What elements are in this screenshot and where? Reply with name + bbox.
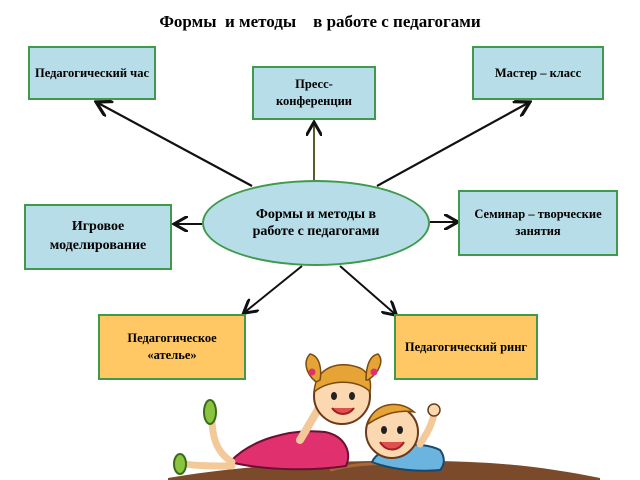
arrow-to-atelier — [245, 265, 303, 312]
girl-dress — [228, 430, 350, 471]
node-master-class: Мастер – класс — [472, 46, 604, 100]
girl-shoe — [203, 399, 217, 425]
node-press-conferences: Пресс-конференции — [252, 66, 376, 120]
arrow-to-ped-hour — [98, 103, 253, 187]
arrow-to-ring — [339, 265, 395, 314]
node-pedagogical-ring: Педагогический ринг — [394, 314, 538, 380]
center-node: Формы и методы в работе с педагогами — [202, 180, 430, 266]
arrow-to-master — [376, 103, 528, 187]
node-pedagogical-hour: Педагогический час — [28, 46, 156, 100]
node-pedagogical-atelier: Педагогическое «ателье» — [98, 314, 246, 380]
node-game-modeling: Игровое моделирование — [24, 204, 172, 270]
diagram-title: Формы и методы в работе с педагогами — [159, 12, 481, 31]
node-seminar: Семинар – творческие занятия — [458, 190, 618, 256]
